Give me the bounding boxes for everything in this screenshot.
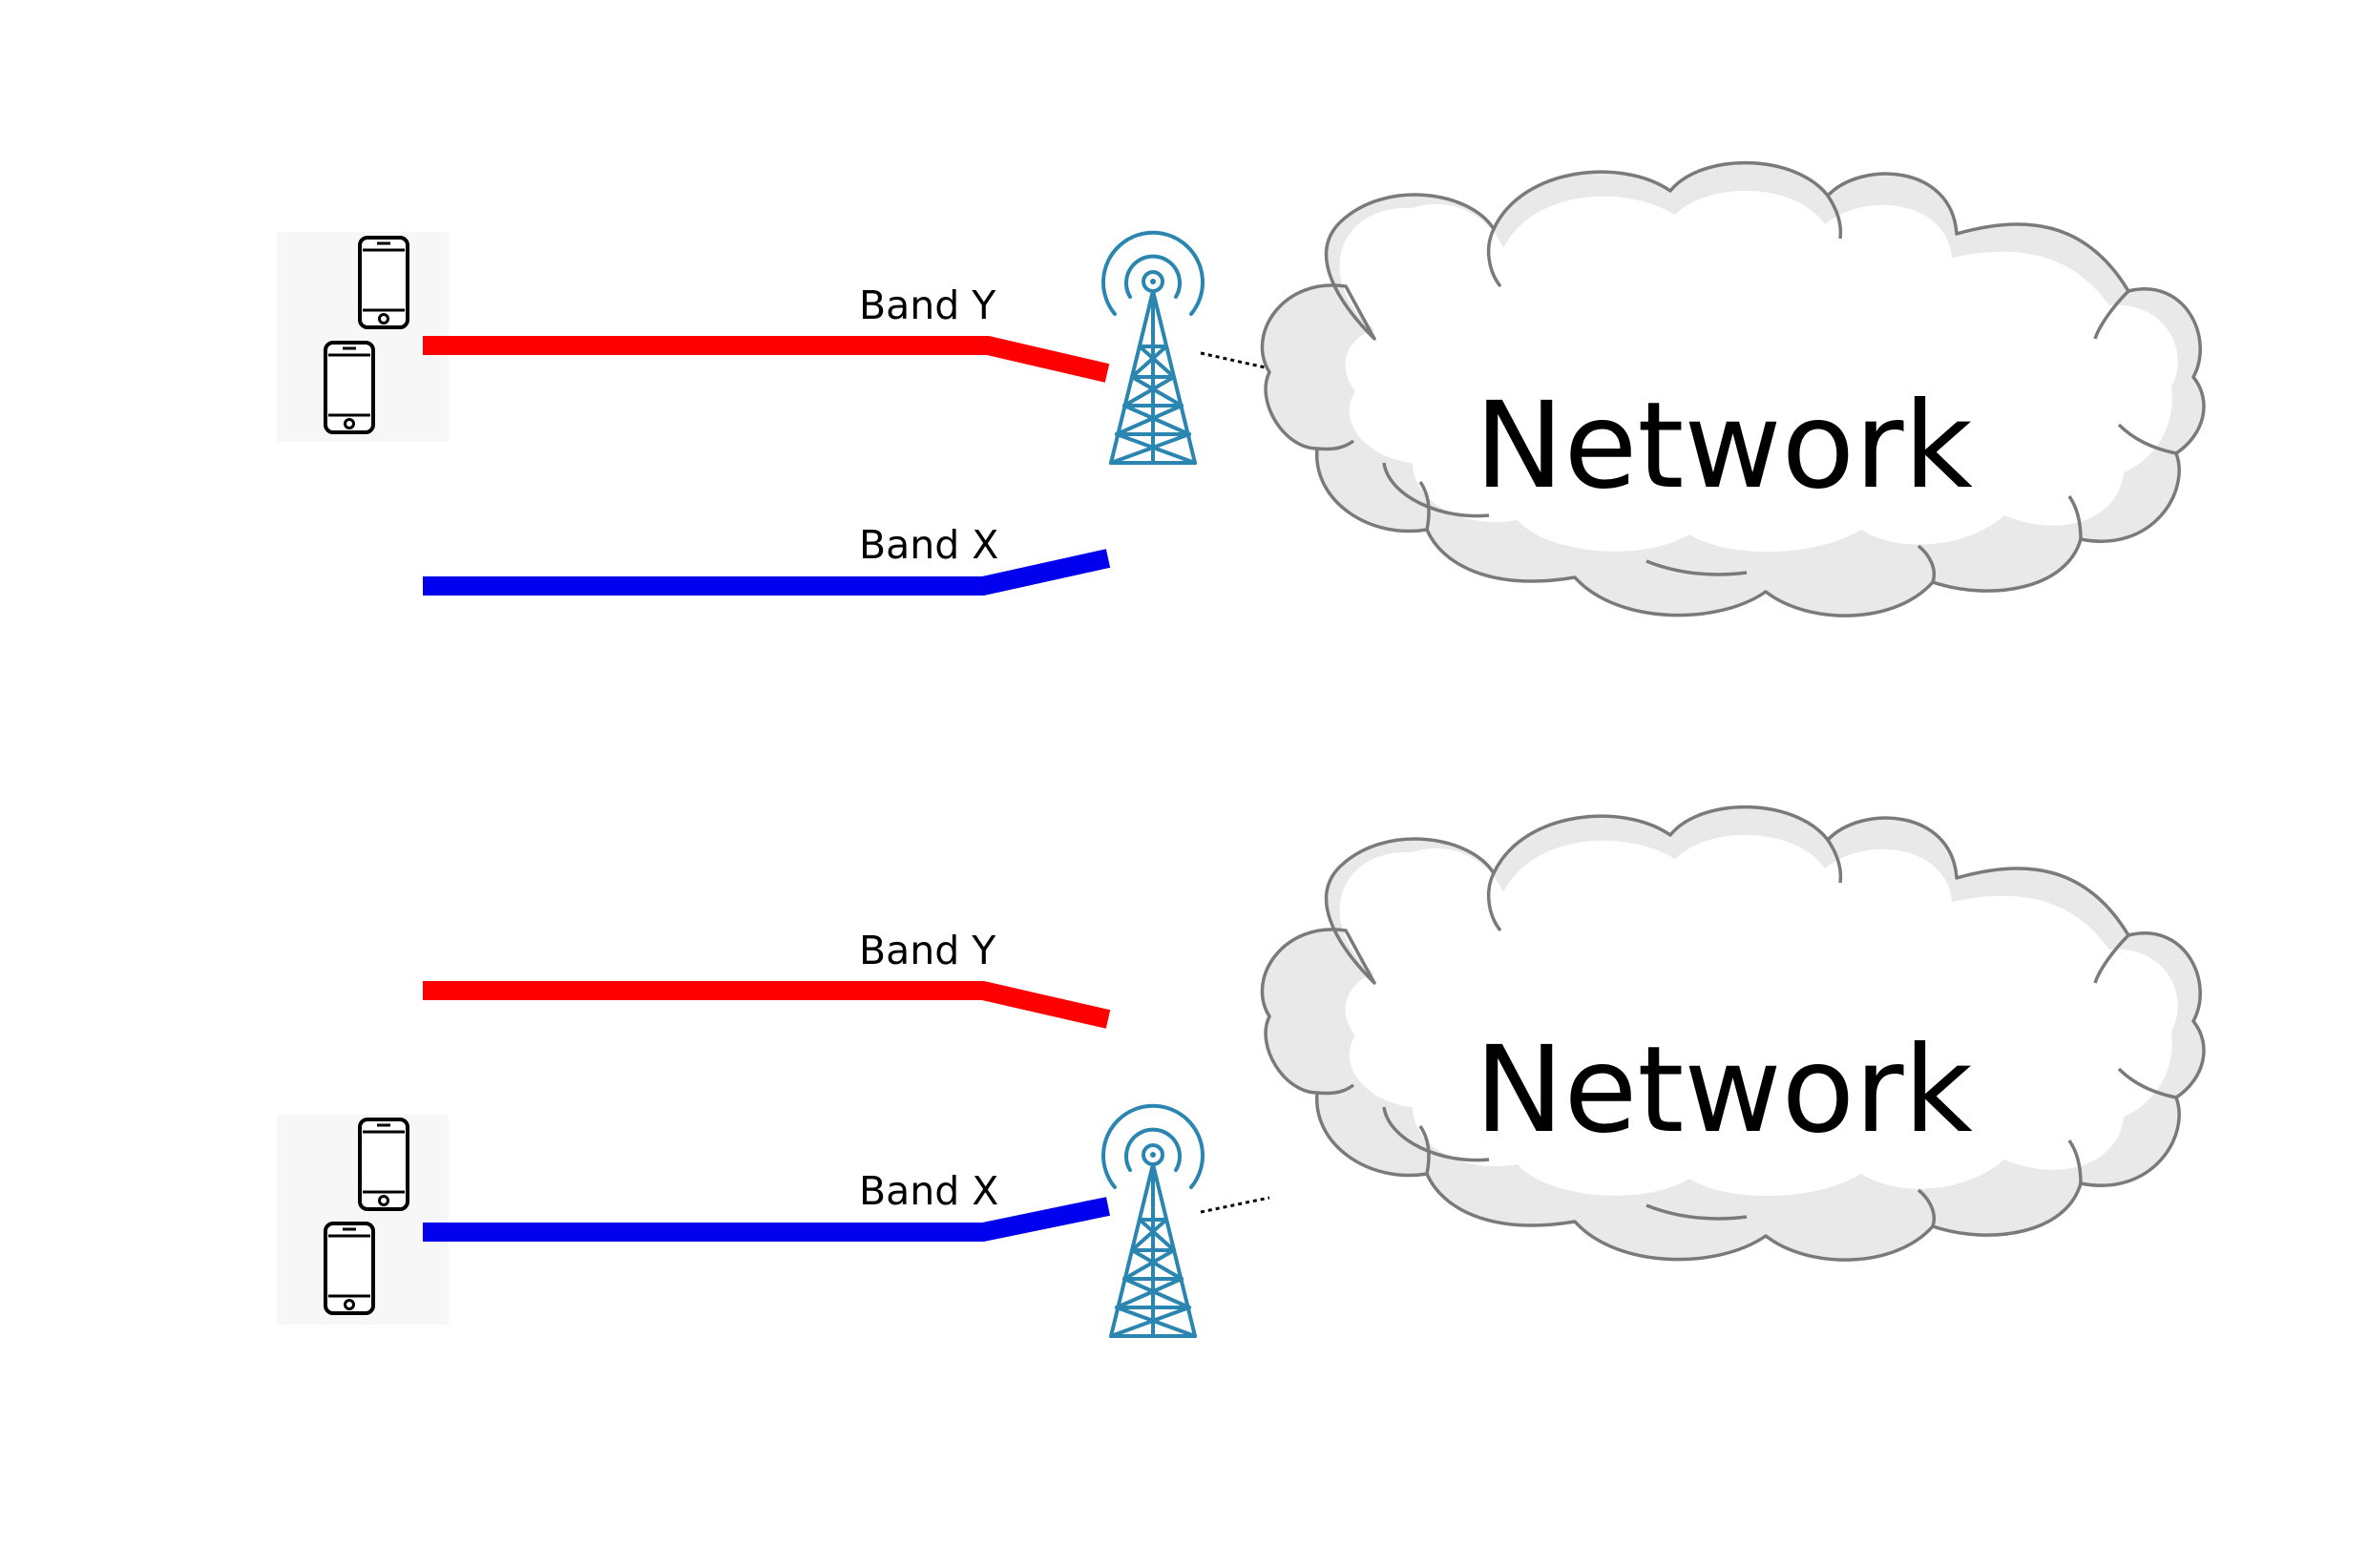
- network-label: Network: [1475, 1021, 1974, 1160]
- panel-top: Band Y Band X Network: [277, 163, 2204, 617]
- band-x-label: Band X: [859, 522, 998, 568]
- backhaul-link: [1200, 351, 1270, 370]
- backhaul-link: [1200, 1196, 1270, 1214]
- smartphone-icon: [324, 1222, 375, 1315]
- cell-tower-icon: [1101, 230, 1205, 465]
- band-y-link: [423, 981, 1111, 1029]
- smartphone-icon: [358, 1118, 409, 1211]
- smartphone-icon: [324, 341, 375, 434]
- smartphone-icon: [358, 236, 409, 329]
- panel-bottom: Band Y Band X Network: [277, 807, 2204, 1338]
- band-y-link: [423, 336, 1110, 383]
- band-x-link: [423, 549, 1111, 596]
- band-y-label: Band Y: [859, 282, 996, 328]
- network-label: Network: [1475, 377, 1974, 515]
- band-y-label: Band Y: [859, 928, 996, 973]
- band-x-link: [423, 1197, 1111, 1242]
- cell-tower-icon: [1101, 1103, 1205, 1338]
- band-x-label: Band X: [859, 1168, 998, 1214]
